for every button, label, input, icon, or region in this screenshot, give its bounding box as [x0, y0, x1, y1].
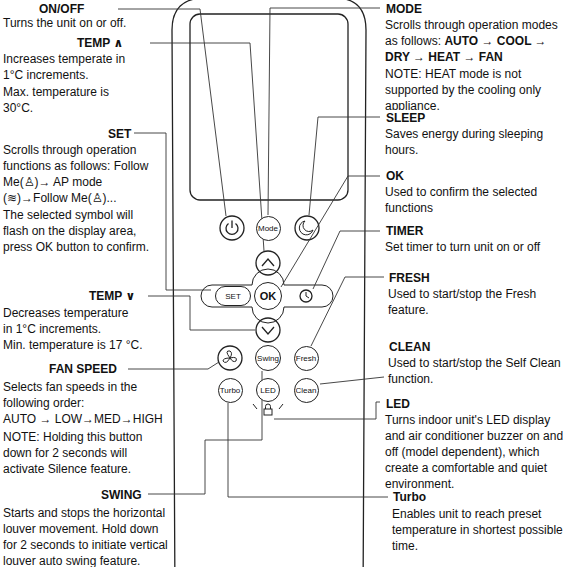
leader-line [148, 371, 262, 494]
callout-text: Used to start/stop the Fresh feature. [388, 286, 558, 318]
button-name: Turbo [392, 489, 427, 505]
button-label: Fresh [296, 354, 316, 363]
button-label: Clean [296, 386, 317, 395]
button-name: FAN SPEED [48, 361, 118, 377]
power-icon [226, 221, 238, 235]
button-label: SET [225, 292, 241, 301]
leader-line [309, 117, 380, 215]
sleep-icon [299, 221, 313, 235]
button-name: AUTO → COOL → DRY → HEAT → FAN [385, 34, 547, 64]
button-label: Turbo [220, 386, 241, 395]
callout-text: NOTE: Holding this button down for 2 sec… [3, 429, 143, 477]
fan-button [218, 346, 242, 370]
callout-text: Max. temperature is 30°C. [3, 84, 131, 116]
button-name: TIMER [385, 223, 424, 239]
timer-hands [306, 292, 309, 298]
leader-line [268, 8, 380, 215]
center-pad [201, 269, 333, 323]
button-name: TEMP ∨ [88, 288, 136, 304]
leader-line [228, 403, 388, 497]
remote-button: Turbo [218, 378, 243, 403]
leader-line [281, 176, 380, 287]
remote-button: Swing [255, 345, 281, 371]
sleep-button [295, 216, 319, 240]
button-label: Mode [258, 224, 278, 233]
leader-line [274, 402, 380, 419]
remote-button: Mode [256, 216, 281, 241]
down-arrow-icon [262, 327, 274, 334]
callout-text: Set timer to turn unit on or off [385, 239, 571, 255]
remote-button: Clean [294, 378, 319, 403]
button-name: OK [385, 168, 405, 184]
callout-text: Starts and stops the horizontal louver m… [3, 505, 168, 567]
button-name: LED [385, 396, 411, 412]
leader-line [128, 362, 219, 369]
button-label: Swing [257, 354, 279, 363]
callout-text: Enables unit to reach preset temperature… [392, 506, 570, 554]
lock-icon [264, 409, 272, 415]
power-button [220, 216, 244, 240]
remote-button: SET [215, 286, 251, 306]
lock-marks [253, 404, 283, 409]
remote-button: Fresh [294, 346, 319, 371]
callout-text: Scrolls through operation functions as f… [3, 142, 165, 206]
leader-line [320, 377, 384, 384]
callout-text: Decreases temperature in 1°C increments. [3, 305, 138, 337]
callout-text: Turns the unit on or off. [3, 15, 173, 31]
temp-down-button [256, 318, 280, 342]
button-name: TEMP ∧ [76, 35, 124, 51]
remote-button: OK [254, 282, 282, 310]
callout-text: Selects fan speeds in the following orde… [3, 379, 143, 411]
callout-text: The selected symbol will flash on the di… [3, 207, 161, 255]
button-name: ON/OFF [38, 1, 85, 17]
callout-text: Min. temperature is 17 °C. [3, 337, 153, 353]
button-name: SWING [100, 487, 143, 503]
button-name: CLEAN [388, 339, 431, 355]
callout-text: Scrolls through operation modes as follo… [385, 17, 571, 65]
button-name: SET [107, 126, 132, 142]
callout-text: Saves energy during sleeping hours. [385, 126, 555, 158]
button-name: FRESH [388, 270, 431, 286]
leader-line [311, 277, 384, 346]
remote-button: LED [256, 378, 280, 402]
callout-text: Increases temperate in 1°C increments. [3, 51, 138, 83]
button-label: LED [260, 386, 276, 395]
button-name: MODE [385, 1, 423, 17]
button-name: SLEEP [385, 110, 426, 126]
callout-text: AUTO → LOW→MED→HIGH [3, 411, 168, 427]
fan-icon [223, 351, 236, 363]
callout-text: NOTE: HEAT mode is not supported by the … [385, 66, 571, 114]
leader-line [134, 133, 211, 290]
button-label: OK [260, 292, 277, 301]
timer-icon [300, 290, 312, 302]
up-arrow-icon [262, 259, 274, 266]
callout-text: Turns indoor unit's LED display and air … [385, 412, 571, 492]
lock-shackle [266, 404, 271, 409]
callout-text: Used to start/stop the Self Clean functi… [388, 355, 563, 387]
leader-line [150, 43, 264, 251]
leader-line [313, 231, 380, 289]
callout-text: Used to confirm the selected functions [385, 184, 555, 216]
leader-line [118, 9, 226, 216]
